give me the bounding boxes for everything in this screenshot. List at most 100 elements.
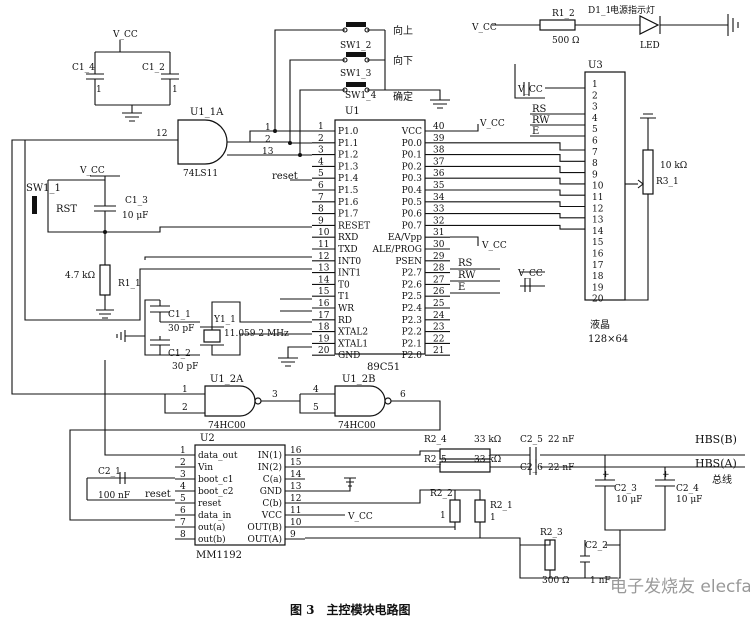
mm-pin-1-name: data_out	[198, 451, 238, 461]
r2-2-val: 1	[440, 511, 446, 521]
c2-1-val: 100 nF	[98, 491, 130, 501]
led-r-ref: R1_2	[552, 9, 575, 19]
r2-1-ref: R2_1	[490, 501, 513, 511]
lcd-pin-5: 5	[592, 125, 598, 135]
mm-pin-8-name: out(b)	[198, 534, 226, 545]
btn-ok-label: 确定	[393, 90, 413, 103]
mcu-pin-1-num: 1	[318, 122, 324, 132]
nand-gate-a: U1_2A 74HC00 1 2 3	[164, 374, 300, 431]
lcd-pin-11: 11	[592, 193, 603, 203]
nand-a-ref: U1_2A	[210, 374, 244, 385]
p0-line-6	[450, 213, 585, 219]
p0-line-5	[450, 201, 585, 208]
lcd-rs-label: RS	[532, 104, 547, 115]
c1-2b-val: 30 pF	[172, 362, 198, 372]
lcd-pin-4: 4	[592, 114, 598, 124]
mm-pin-11-num: 11	[290, 506, 301, 516]
nand-b-pin4: 4	[313, 385, 319, 395]
c2-3-val: 10 μF	[616, 495, 642, 505]
btn-down-label: 向下	[393, 54, 413, 67]
mcu-pin-26-num: 26	[433, 287, 445, 297]
led-ref: D1_1	[588, 6, 611, 16]
mm-pin-16-name: IN(1)	[258, 450, 282, 461]
mm-pin-1-num: 1	[180, 446, 186, 456]
mcu-pin-7-num: 7	[318, 193, 324, 203]
rst-switch-label: RST	[56, 204, 77, 215]
and-gate-ref: U1_1A	[190, 107, 224, 118]
led-r-val: 500 Ω	[552, 36, 580, 46]
mcu-pin-10-num: 10	[318, 228, 330, 238]
mcu-pin-24-num: 24	[433, 311, 445, 321]
lcd-pin-19: 19	[592, 283, 604, 293]
lcd-pin-12: 12	[592, 204, 603, 214]
mcu-pin-28-num: 28	[433, 264, 445, 274]
mm-pin-16-num: 16	[290, 446, 302, 456]
c1-4-val: 1	[96, 85, 102, 95]
and-gate-pin-1: 1	[265, 123, 271, 133]
mcu-pin-29-num: 29	[433, 252, 445, 262]
mm1192-ref: U2	[200, 433, 215, 444]
r2-3-val: 300 Ω	[542, 576, 570, 586]
mcu-pin-5-num: 5	[318, 169, 324, 179]
r1-1-ref: R1_1	[118, 279, 141, 289]
mcu-pin-29-name: PSEN	[395, 257, 422, 267]
top-left-decoupling: V_CC C1_4 1 C1_2 1	[72, 30, 179, 122]
mcu-pin-36-name: P0.3	[402, 174, 423, 184]
btn-down-ref: SW1_3	[340, 69, 372, 79]
mcu-pin-8-name: P1.7	[338, 210, 359, 220]
mcu-pin-34-name: P0.5	[402, 198, 423, 208]
mcu-pin-6-name: P1.5	[338, 186, 359, 196]
crystal-val: 11.059 2 MHz	[224, 329, 289, 339]
nand-b-pin6: 6	[400, 390, 406, 400]
mcu-pin-35-name: P0.4	[402, 186, 423, 196]
mm-pin-8-num: 8	[180, 530, 186, 540]
led-desc: 电源指示灯	[610, 4, 655, 16]
mcu-pin-34-num: 34	[433, 193, 445, 203]
mcu-right-pins: 40VCC39P0.038P0.137P0.236P0.335P0.434P0.…	[372, 122, 450, 361]
mcu-rw-label: RW	[458, 270, 476, 281]
mcu-pin-17-num: 17	[318, 311, 330, 321]
mcu-pin-19-name: XTAL1	[338, 339, 368, 349]
btn-ok-ref: SW1_4	[345, 91, 377, 101]
int0-wire	[144, 256, 312, 260]
btn-up-ref: SW1_2	[340, 41, 371, 51]
p0-data-bus	[450, 142, 585, 230]
mcu-rs-label: RS	[458, 258, 473, 269]
c2-3-plus: +	[602, 470, 610, 480]
mcu-pin-11-name: TXD	[338, 245, 358, 255]
mcu-pin-30-name: ALE/PROG	[372, 245, 422, 255]
mcu-pin-2-num: 2	[318, 134, 324, 144]
r2-4-ref: R2_4	[424, 435, 447, 445]
mcu-pin-37-name: P0.2	[402, 162, 422, 172]
lcd-pin-2: 2	[592, 91, 598, 101]
mm-pin-6-name: data_in	[198, 511, 231, 521]
mm-pin-5-num: 5	[180, 494, 186, 504]
mcu-pin-39-num: 39	[433, 134, 445, 144]
c1-2-val: 1	[172, 85, 178, 95]
mm-pin-10-num: 10	[290, 518, 302, 528]
mm-pin-3-num: 3	[180, 470, 186, 480]
mcu-ref: U1	[345, 106, 360, 117]
mcu-pin-13-num: 13	[318, 264, 330, 274]
c2-3-ref: C2_3	[614, 484, 637, 494]
mcu-pin-25-name: P2.4	[402, 304, 423, 314]
mcu-pin-22-name: P2.1	[402, 339, 422, 349]
mcu-pin-39-name: P0.0	[402, 139, 423, 149]
mcu-pin-7-name: P1.6	[338, 198, 359, 208]
wr-rd-wires	[280, 298, 312, 312]
mcu-pin-33-name: P0.6	[402, 210, 423, 220]
mcu-pin-21-name: P2.0	[402, 351, 423, 361]
r2-5-val: 33 kΩ	[474, 455, 501, 465]
r2-2-ref: R2_2	[430, 489, 453, 499]
c2-6-val: 22 nF	[548, 463, 574, 473]
lcd-size: 128×64	[588, 334, 628, 345]
pot-value: 10 kΩ	[660, 161, 687, 171]
and-gate-part: 74LS11	[183, 169, 218, 179]
mm-pin-2-num: 2	[180, 458, 186, 468]
reset-net-label: reset	[272, 171, 298, 182]
lcd-rw-label: RW	[532, 115, 550, 126]
mcu-pin-28-name: P2.7	[402, 269, 423, 279]
